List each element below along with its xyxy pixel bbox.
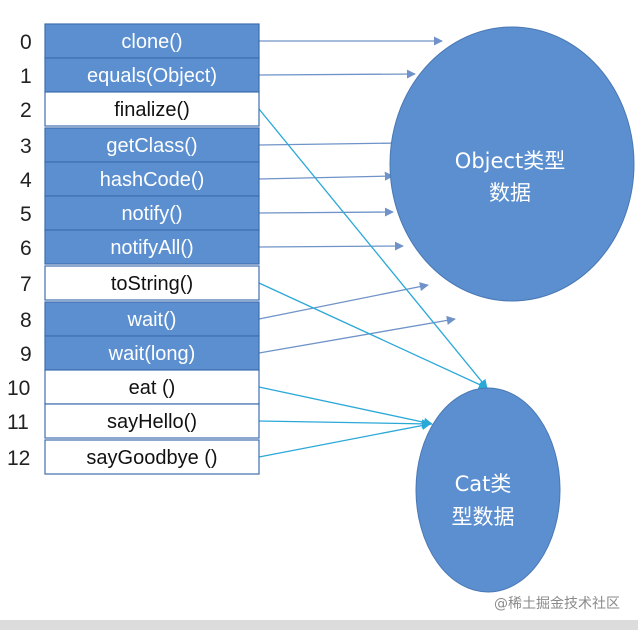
method-label: sayHello() [107,411,197,433]
method-row: wait() 8 [20,301,260,337]
arrow-object-type [258,282,429,320]
arrow-object-type [258,207,394,217]
object-type-ellipse [389,26,635,302]
cat-type-ellipse [415,387,561,593]
method-label: clone() [121,31,182,53]
method-index: 7 [20,273,32,296]
method-index: 5 [20,203,32,226]
method-cell [44,301,260,337]
method-row: hashCode() 4 [20,161,260,197]
arrow-object-type [258,315,456,354]
method-cell [44,229,260,265]
arrow-cat-type [258,108,488,389]
method-row: getClass() 3 [20,127,260,163]
arrow-object-type [258,69,416,79]
object-type-label-line2: 数据 [489,181,531,205]
method-cell [44,439,260,475]
method-row: wait(long) 9 [20,335,260,371]
arrow-cat-type [258,421,431,458]
arrow-object-type [258,241,404,251]
method-label: toString() [111,273,193,295]
method-index: 6 [20,237,32,260]
method-row: notify() 5 [20,195,260,231]
method-cell [44,403,260,439]
method-index: 10 [7,377,30,400]
method-row: sayHello() 11 [7,403,260,439]
method-cell [44,57,260,93]
object-type-label-line1: Object类型 [455,149,565,173]
method-row: toString() 7 [20,265,260,301]
method-index: 11 [7,411,29,434]
method-label: equals(Object) [87,65,217,87]
method-label: hashCode() [100,169,205,191]
method-index: 0 [20,31,32,54]
method-label: getClass() [106,135,197,157]
method-row: clone() 0 [20,23,260,59]
method-index: 3 [20,135,32,158]
method-label: sayGoodbye () [86,447,217,469]
method-label: notifyAll() [110,237,193,259]
bottom-bar [0,620,638,630]
method-cell [44,369,260,405]
cat-type-label-line1: Cat类 [455,472,512,496]
arrow-cat-type [258,386,433,427]
arrow-cat-type [258,419,431,429]
method-index: 9 [20,343,32,366]
method-row: finalize() 2 [20,91,260,127]
method-cell [44,161,260,197]
cat-type-label-line2: 型数据 [452,505,515,529]
arrow-object-type [258,138,403,148]
arrow-cat-type [258,282,488,389]
method-label: notify() [121,203,182,225]
arrow-object-type [258,171,394,181]
method-cell [44,335,260,371]
method-label: eat () [129,377,176,399]
method-index: 2 [20,99,32,122]
method-label: finalize() [114,99,190,121]
method-label: wait() [127,309,177,331]
method-row: sayGoodbye () 12 [7,439,260,475]
method-row: equals(Object) 1 [20,57,260,93]
watermark: @稀土掘金技术社区 [494,596,620,612]
method-cell [44,265,260,301]
method-table: clone() 0 equals(Object) 1 finalize() 2 getCla… [7,23,260,475]
method-index: 4 [20,169,32,192]
method-row: eat () 10 [7,369,260,405]
arrows [258,36,488,458]
method-label: wait(long) [108,343,196,365]
method-index: 12 [7,447,30,470]
method-cell [44,23,260,59]
method-index: 8 [20,309,32,332]
method-index: 1 [20,65,32,88]
method-row: notifyAll() 6 [20,229,260,265]
method-cell [44,127,260,163]
method-cell [44,91,260,127]
